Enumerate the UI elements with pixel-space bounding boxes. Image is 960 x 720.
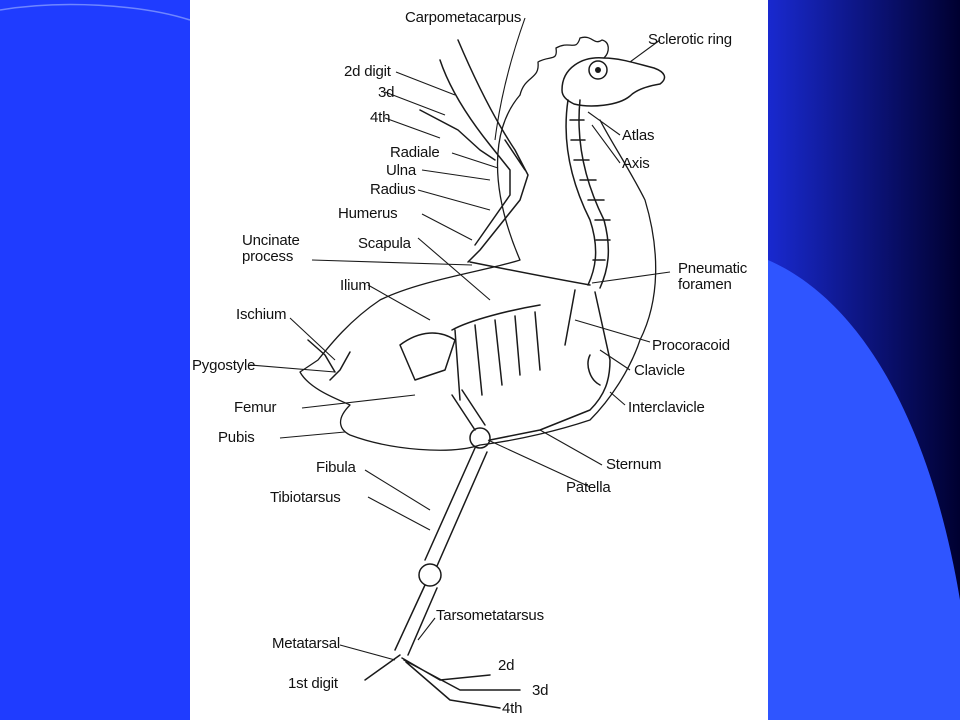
label-4th-foot: 4th bbox=[502, 700, 523, 717]
label-tibiotarsus: Tibiotarsus bbox=[270, 489, 341, 506]
label-radius: Radius bbox=[370, 181, 416, 198]
label-3d-foot: 3d bbox=[532, 682, 549, 699]
label-ilium: Ilium bbox=[340, 277, 371, 294]
body-outline bbox=[299, 94, 657, 451]
label-metatarsal: Metatarsal bbox=[272, 635, 341, 652]
label-sclerotic-ring: Sclerotic ring bbox=[648, 31, 732, 48]
tarsometatarsus-shape bbox=[394, 584, 438, 656]
patella-shape bbox=[469, 427, 491, 449]
label-fibula: Fibula bbox=[316, 459, 356, 476]
label-carpometacarpus: Carpometacarpus bbox=[405, 9, 522, 26]
chicken-skeleton-drawing bbox=[249, 17, 671, 709]
label-atlas: Atlas bbox=[622, 127, 655, 144]
label-axis: Axis bbox=[622, 155, 650, 172]
label-pneumatic-foramen: Pneumatic foramen bbox=[678, 260, 748, 293]
label-2d-foot: 2d bbox=[498, 657, 515, 674]
skull bbox=[561, 57, 666, 107]
label-ischium: Ischium bbox=[236, 306, 287, 323]
label-pygostyle: Pygostyle bbox=[192, 357, 256, 374]
label-femur: Femur bbox=[234, 399, 277, 416]
sclerotic-ring-shape bbox=[588, 60, 608, 80]
label-radiale: Radiale bbox=[390, 144, 440, 161]
wing-bones bbox=[439, 39, 529, 263]
femur bbox=[451, 389, 486, 431]
comb bbox=[519, 36, 609, 96]
sternum bbox=[489, 289, 611, 441]
label-uncinate-process: Uncinate process bbox=[242, 232, 300, 265]
label-sternum: Sternum bbox=[606, 456, 662, 473]
label-tarsometatarsus: Tarsometatarsus bbox=[436, 607, 544, 624]
toes bbox=[364, 654, 521, 709]
label-interclavicle: Interclavicle bbox=[628, 399, 705, 416]
scapula-and-ribs bbox=[451, 261, 591, 401]
label-ulna: Ulna bbox=[386, 162, 417, 179]
tibiotarsus-shape bbox=[424, 447, 488, 567]
label-pubis: Pubis bbox=[218, 429, 255, 446]
label-clavicle: Clavicle bbox=[634, 362, 685, 379]
label-3d-wing: 3d bbox=[378, 84, 395, 101]
label-scapula: Scapula bbox=[358, 235, 411, 252]
label-4th-wing: 4th bbox=[370, 109, 391, 126]
label-humerus: Humerus bbox=[338, 205, 398, 222]
label-2d-digit-wing: 2d digit bbox=[344, 63, 391, 80]
label-procoracoid: Procoracoid bbox=[652, 337, 730, 354]
pelvis bbox=[307, 332, 456, 381]
skeleton-figure-panel: Carpometacarpus Sclerotic ring 2d digit … bbox=[190, 0, 768, 720]
label-patella: Patella bbox=[566, 479, 611, 496]
label-1st-digit-foot: 1st digit bbox=[288, 675, 338, 692]
neck-vertebrae bbox=[565, 99, 610, 289]
